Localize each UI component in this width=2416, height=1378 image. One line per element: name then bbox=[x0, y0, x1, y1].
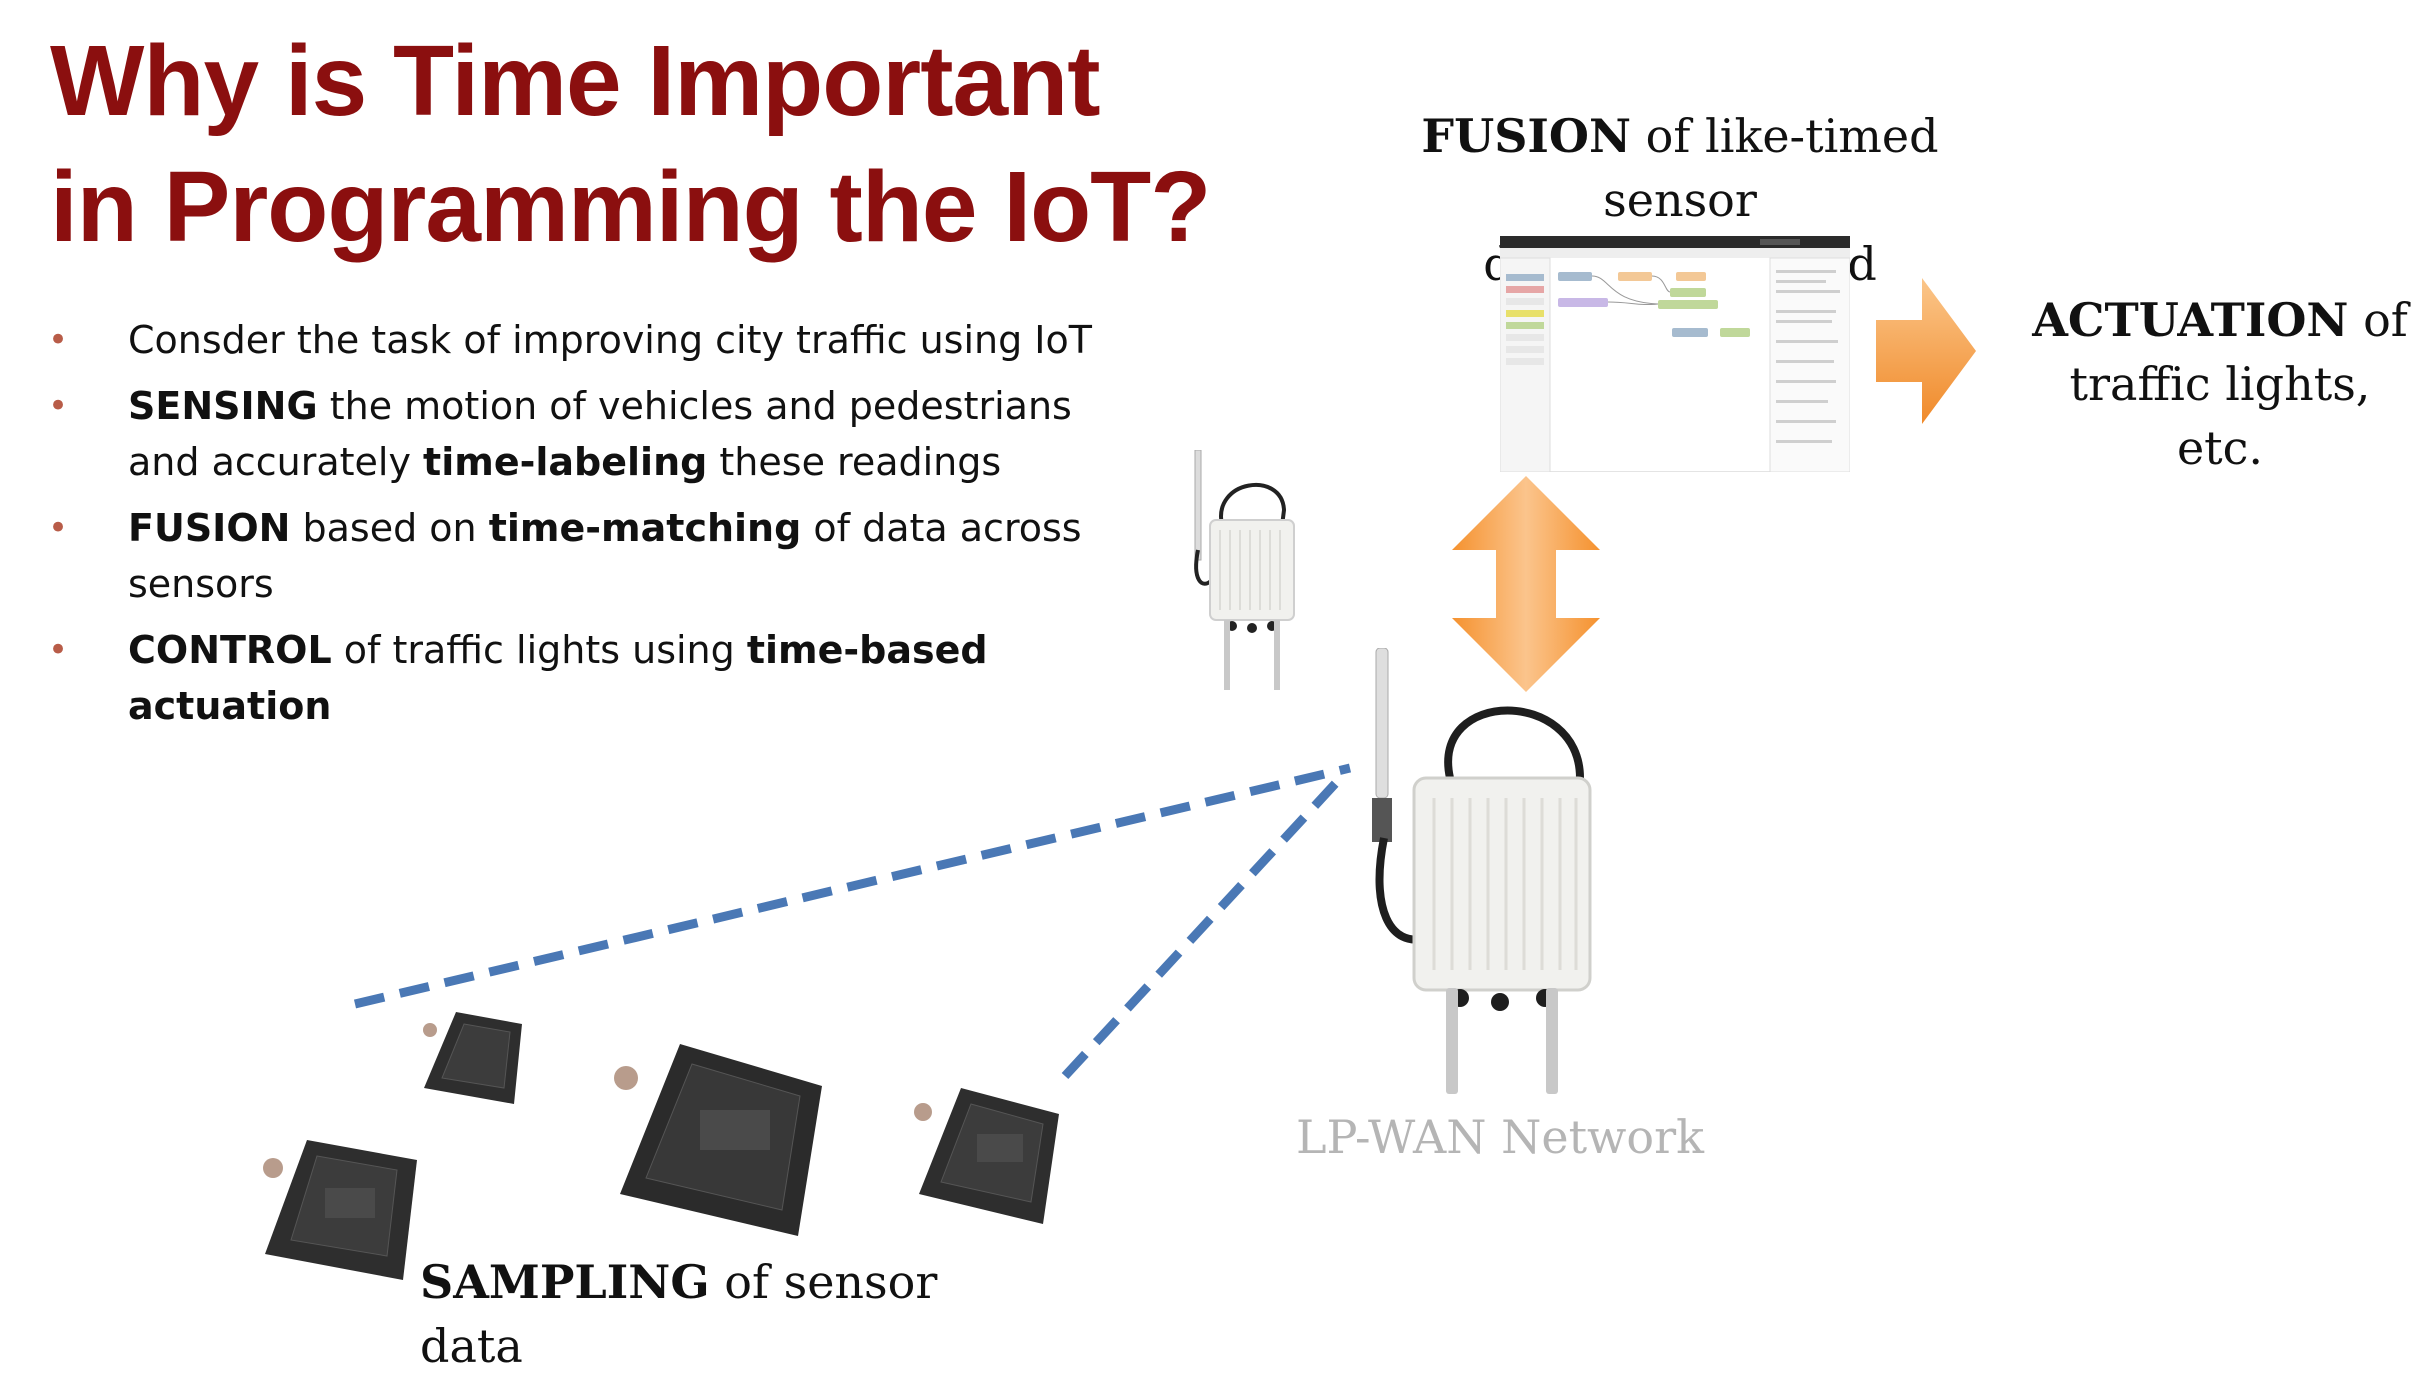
double-vertical-arrow-icon bbox=[1452, 476, 1600, 692]
sensor-puck-icon bbox=[614, 1044, 822, 1236]
actuation-bold: ACTUATION bbox=[2032, 293, 2349, 347]
bullet-list: • Consder the task of improving city traf… bbox=[44, 312, 1124, 744]
slide-title: Why is Time Important in Programming the… bbox=[50, 18, 1350, 270]
sensor-puck-icon bbox=[263, 1140, 417, 1280]
network-label: LP-WAN Network bbox=[1296, 1110, 1704, 1164]
sensor-puck-icon bbox=[423, 1012, 522, 1104]
bullet-bold-text: time-labeling bbox=[423, 440, 708, 484]
small-gateway-device-icon bbox=[1194, 450, 1295, 690]
dashed-line-near bbox=[1061, 768, 1350, 1080]
bullet-dot: • bbox=[48, 630, 69, 670]
fusion-rest: of like-timed sensor bbox=[1603, 109, 1939, 227]
gateway-device-icon bbox=[1372, 648, 1592, 1094]
fusion-bold: FUSION bbox=[1421, 109, 1632, 163]
bullet-dot: • bbox=[48, 320, 69, 360]
sampling-bold: SAMPLING bbox=[420, 1255, 710, 1309]
bullet-item: • CONTROL of traffic lights using time-ba… bbox=[44, 622, 1124, 734]
bullet-text: of data across sensors bbox=[128, 506, 1082, 606]
bullet-bold-text: CONTROL bbox=[128, 628, 332, 672]
bullet-bold-text: FUSION bbox=[128, 506, 291, 550]
bullet-bold-text: time-based actuation bbox=[128, 628, 988, 728]
bullet-dot: • bbox=[48, 386, 69, 426]
actuation-line-2: traffic lights, etc. bbox=[2069, 357, 2371, 475]
bullet-item: • SENSING the motion of vehicles and pede… bbox=[44, 378, 1124, 490]
bullet-item: • FUSION based on time-matching of data a… bbox=[44, 500, 1124, 612]
bullet-text: of traffic lights using bbox=[331, 628, 747, 672]
bullet-bold-text: SENSING bbox=[128, 384, 318, 428]
bullet-text: these readings bbox=[707, 440, 1002, 484]
title-line-1: Why is Time Important bbox=[50, 25, 1101, 137]
sensor-puck-icon bbox=[914, 1088, 1059, 1224]
cloud-dashboard-screenshot-icon bbox=[1500, 236, 1850, 472]
actuation-caption: ACTUATION of traffic lights, etc. bbox=[2030, 288, 2410, 480]
connection-lines bbox=[353, 763, 1352, 1080]
bullet-item: • Consder the task of improving city traf… bbox=[44, 312, 1124, 368]
right-arrow-icon bbox=[1876, 278, 1976, 424]
bullet-text: the motion of vehicles and pedestrians a… bbox=[128, 384, 1072, 484]
sampling-caption: SAMPLING of sensor data bbox=[420, 1250, 1020, 1378]
bullet-text: Consder the task of improving city traff… bbox=[128, 318, 1092, 362]
title-line-2: in Programming the IoT? bbox=[50, 151, 1211, 263]
bullet-dot: • bbox=[48, 508, 69, 548]
actuation-rest: of bbox=[2348, 293, 2408, 347]
bullet-bold-text: time-matching bbox=[488, 506, 802, 550]
dashed-line-far bbox=[353, 763, 1352, 1009]
bullet-text: based on bbox=[290, 506, 489, 550]
